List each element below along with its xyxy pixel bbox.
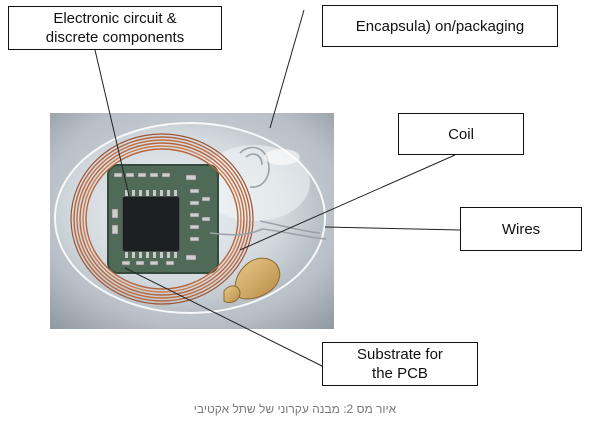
figure-caption: איור מס 2: מבנה עקרוני של שתל אקטיבי xyxy=(193,402,397,416)
label-coil: Coil xyxy=(398,113,524,155)
capsule-reflection xyxy=(264,149,300,165)
implant-photo xyxy=(50,113,334,329)
label-substrate-line1: Substrate for xyxy=(357,346,443,363)
discrete-components xyxy=(111,172,211,266)
label-substrate-line2: the PCB xyxy=(372,365,428,382)
label-encapsulation: Encapsula) on/packaging xyxy=(322,5,558,47)
leader-encapsulation xyxy=(269,9,305,129)
leader-wires xyxy=(324,226,461,231)
label-electronic-line2: discrete components xyxy=(45,29,185,46)
label-coil-text: Coil xyxy=(448,125,474,143)
chip-pins xyxy=(125,190,177,258)
label-encapsulation-text: Encapsula) on/packaging xyxy=(355,17,525,35)
ic-chip xyxy=(121,195,181,253)
label-wires: Wires xyxy=(460,207,582,251)
label-electronic-line1: Electronic circuit & xyxy=(53,10,177,27)
label-wires-text: Wires xyxy=(501,220,541,238)
label-electronic-circuit: Electronic circuit & discrete components xyxy=(8,6,222,50)
label-substrate: Substrate for the PCB xyxy=(322,342,478,386)
